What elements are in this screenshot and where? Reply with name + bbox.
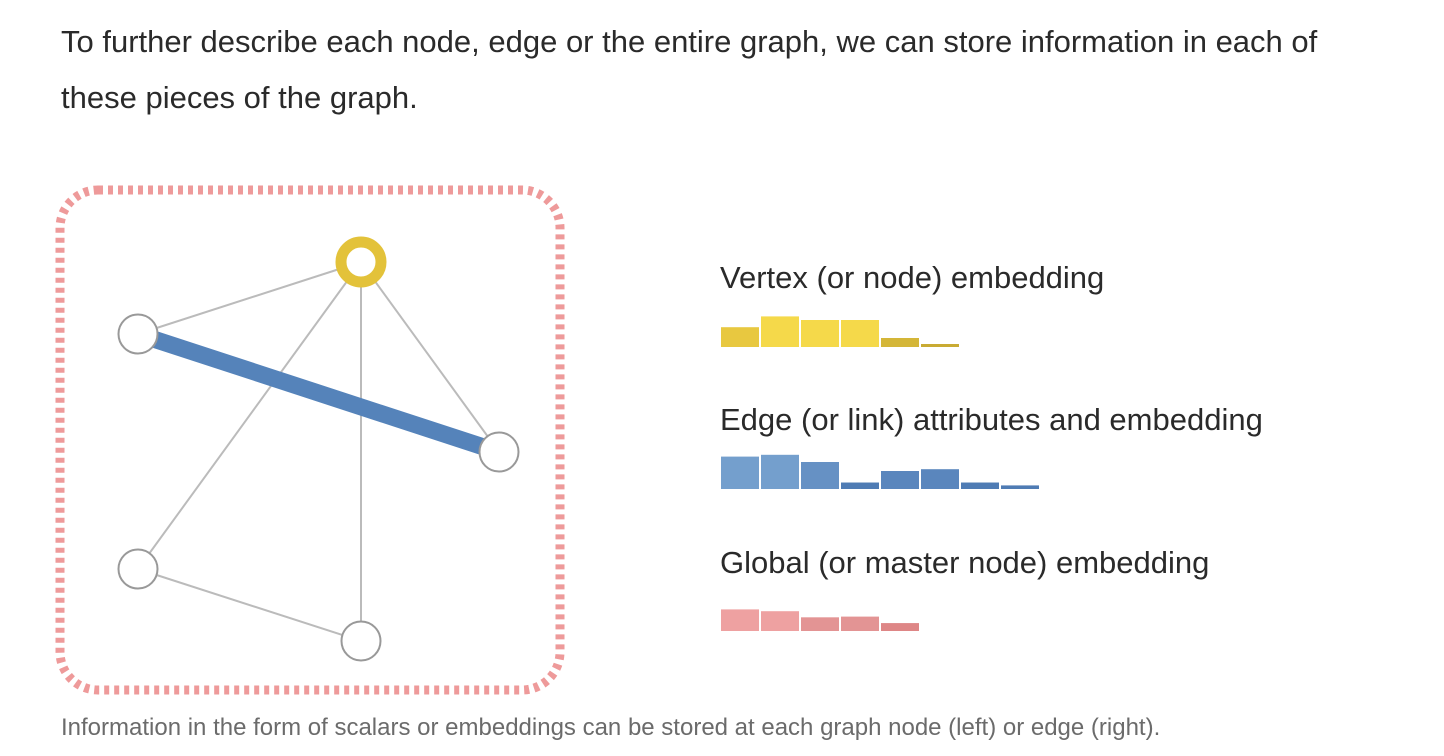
- graph-edge: [137, 261, 362, 570]
- global-embedding-label: Global (or master node) embedding: [720, 545, 1210, 580]
- graph-edge: [137, 261, 362, 335]
- graph-edge: [137, 568, 362, 642]
- vertex-embedding-bar: [761, 316, 799, 347]
- intro-line-2: these pieces of the graph.: [61, 80, 418, 115]
- intro-paragraph: To further describe each node, edge or t…: [61, 14, 1444, 126]
- edge-embedding-bar: [721, 456, 759, 489]
- vertex-embedding-bar: [801, 320, 839, 347]
- edge-embedding-bar: [761, 454, 799, 489]
- vertex-embedding-bars: [721, 316, 959, 347]
- vertex-embedding-bar: [721, 327, 759, 347]
- highlighted-edge: [135, 325, 502, 461]
- graph-node: [117, 548, 159, 590]
- vertex-embedding-label: Vertex (or node) embedding: [720, 260, 1105, 295]
- edge-embedding-label: Edge (or link) attributes and embedding: [720, 402, 1263, 437]
- edge-embedding-bar: [921, 469, 959, 489]
- graph-node: [478, 431, 520, 473]
- edge-embedding-bar: [881, 471, 919, 489]
- global-embedding-bar: [881, 623, 919, 631]
- global-graph-border: [55, 185, 565, 695]
- edge-embedding-bars: [721, 454, 1039, 489]
- vertex-embedding-bar: [841, 320, 879, 347]
- figure-caption: Information in the form of scalars or em…: [61, 714, 1161, 741]
- graph-node: [340, 620, 382, 662]
- intro-line-1: To further describe each node, edge or t…: [61, 24, 1318, 59]
- edge-embedding-bar: [961, 482, 999, 489]
- global-embedding-bar: [841, 616, 879, 631]
- global-embedding-bar: [801, 617, 839, 631]
- graph-node: [117, 313, 159, 355]
- vertex-embedding-bar: [881, 338, 919, 347]
- global-embedding-bar: [721, 609, 759, 631]
- edge-embedding-bar: [1001, 485, 1039, 489]
- global-embedding-bars: [721, 609, 919, 631]
- graph-edge: [360, 261, 500, 453]
- edge-embedding-bar: [801, 462, 839, 489]
- global-embedding-bar: [761, 611, 799, 631]
- vertex-embedding-bar: [921, 344, 959, 347]
- edge-embedding-bar: [841, 482, 879, 489]
- highlighted-node: [335, 236, 387, 288]
